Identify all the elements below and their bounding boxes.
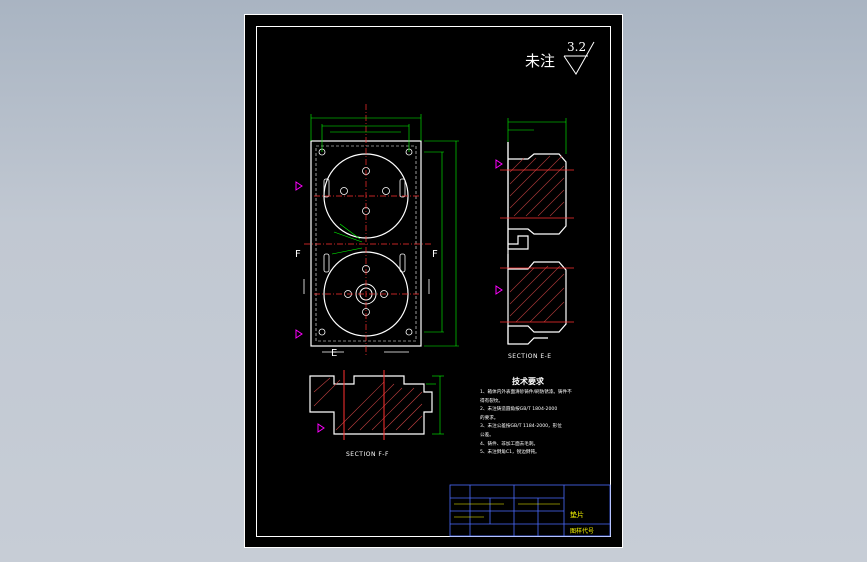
tech-requirement-line: 得有裂纹。 [480,398,503,404]
tech-requirement-line: 的要求。 [480,415,499,421]
roughness-symbol [563,41,595,75]
tech-requirement-line: 2、未注铸造圆角按GB/T 1804-2000 [480,407,558,413]
cut-label-f-right: F [432,249,438,260]
section-ee-caption: SECTION E-E [508,353,552,360]
front-view [295,104,459,356]
tech-requirement-line: 3、未注公差按GB/T 1184-2000，形位 [480,424,562,430]
section-ee-view [495,118,574,345]
section-ff-caption: SECTION F-F [346,451,389,458]
cut-label-f-left: F [295,249,301,260]
inner-frame [256,26,611,537]
cut-label-e: E [331,348,338,359]
drawing-number: 图样代号 [570,528,595,535]
tech-requirement-line: 公差。 [480,432,494,438]
tech-requirements-list: 1、箱体内外表面清砂铸件/刷防锈漆。铸件不 得有裂纹。 2、未注铸造圆角按GB/T… [480,389,600,458]
tech-requirement-line: 5、未注倒角C1，锐边倒钝。 [480,450,540,456]
title-block [449,484,611,537]
tech-requirements-title: 技术要求 [512,377,544,386]
cad-drawing-canvas [244,14,623,548]
tech-requirements: 技术要求 1、箱体内外表面清砂铸件/刷防锈漆。铸件不 得有裂纹。 2、未注铸造圆角… [480,376,600,458]
tech-requirement-line: 1、箱体内外表面清砂铸件/刷防锈漆。铸件不 [480,390,572,395]
drawing-sheet: 未注 3.2 F F E SECTION E-E SECTION F-F 技术要… [244,14,623,548]
roughness-value: 3.2 [567,40,587,54]
section-ff-view [309,370,444,440]
outer-frame [244,14,623,548]
part-name: 垫片 [570,511,584,519]
roughness-note-text: 未注 [525,52,556,70]
tech-requirement-line: 4、铸件、非加工面去毛刺。 [480,441,539,447]
